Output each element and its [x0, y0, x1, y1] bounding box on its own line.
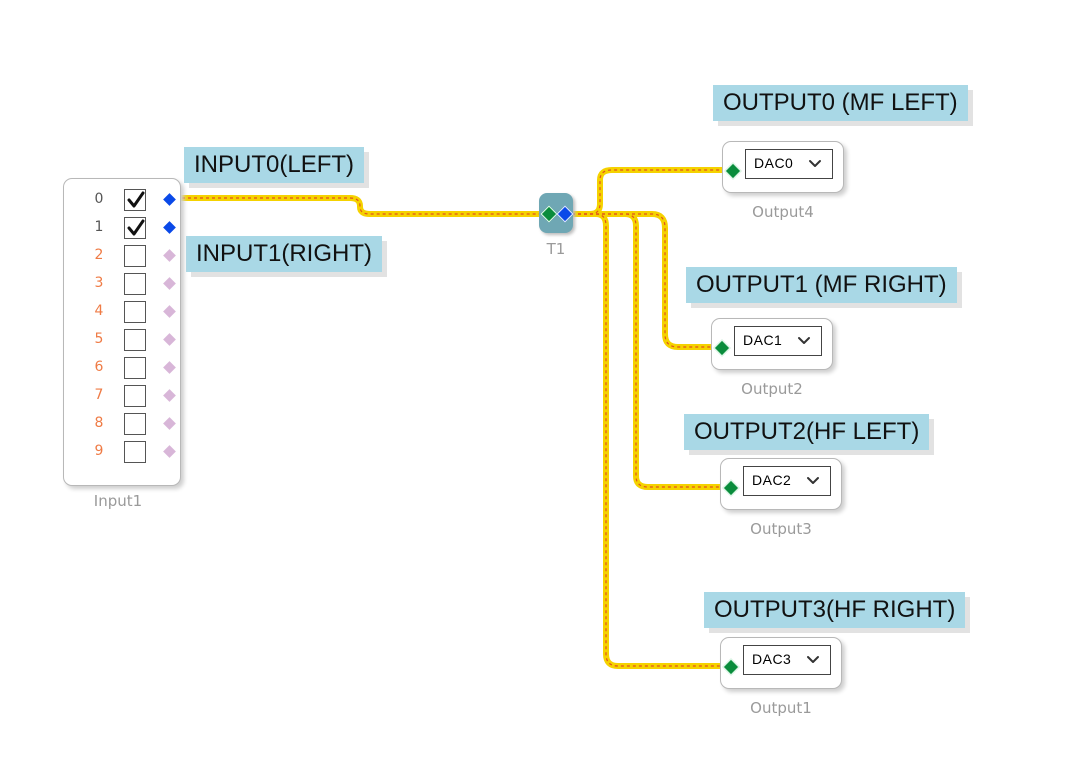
- channel-checkbox[interactable]: [124, 245, 146, 267]
- label-input0: INPUT0(LEFT): [184, 147, 365, 183]
- output-block-caption: Output3: [750, 520, 812, 538]
- label-output2: OUTPUT2(HF LEFT): [684, 414, 930, 450]
- diamond-port-icon[interactable]: [163, 193, 176, 206]
- output-block-caption: Output2: [741, 380, 803, 398]
- splitter-in-port-icon[interactable]: [540, 205, 558, 223]
- output-block[interactable]: DAC0: [722, 141, 844, 193]
- channel-number: 2: [94, 247, 104, 263]
- check-icon: [127, 219, 145, 236]
- channel-number: 9: [94, 443, 104, 459]
- diamond-port-icon[interactable]: [163, 305, 176, 318]
- diamond-port-icon[interactable]: [163, 277, 176, 290]
- input-channel-row: 9: [64, 438, 180, 466]
- output-block-caption: Output4: [752, 203, 814, 221]
- input-channel-row: 6: [64, 354, 180, 382]
- diamond-port-icon[interactable]: [163, 361, 176, 374]
- channel-checkbox[interactable]: [124, 301, 146, 323]
- diamond-port-icon[interactable]: [724, 162, 742, 180]
- chevron-down-icon: [806, 473, 820, 490]
- splitter-caption: T1: [546, 240, 566, 258]
- input-block[interactable]: 0 1 2 3 4 5 6 7 8 9: [63, 178, 181, 486]
- diamond-port-icon[interactable]: [163, 221, 176, 234]
- dac-select[interactable]: DAC3: [743, 645, 831, 675]
- output-block[interactable]: DAC3: [720, 637, 842, 689]
- splitter-out-port-icon[interactable]: [556, 205, 574, 223]
- diamond-port-icon[interactable]: [163, 417, 176, 430]
- dac-select-value: DAC1: [743, 332, 783, 348]
- dac-select[interactable]: DAC2: [743, 466, 831, 496]
- channel-checkbox[interactable]: [124, 217, 146, 239]
- dac-select-value: DAC3: [752, 651, 792, 667]
- label-output3: OUTPUT3(HF RIGHT): [704, 592, 966, 628]
- channel-number: 8: [94, 415, 104, 431]
- channel-checkbox[interactable]: [124, 441, 146, 463]
- channel-checkbox[interactable]: [124, 329, 146, 351]
- wire-t1-to-output1[interactable]: [563, 211, 731, 669]
- dac-select-value: DAC2: [752, 472, 792, 488]
- input-channel-row: 8: [64, 410, 180, 438]
- dac-select[interactable]: DAC1: [734, 326, 822, 356]
- splitter-t1[interactable]: [539, 193, 574, 233]
- channel-checkbox[interactable]: [124, 189, 146, 211]
- input-channel-row: 5: [64, 326, 180, 354]
- diamond-port-icon[interactable]: [713, 339, 731, 357]
- channel-checkbox[interactable]: [124, 413, 146, 435]
- label-output0: OUTPUT0 (MF LEFT): [713, 85, 968, 121]
- channel-checkbox[interactable]: [124, 357, 146, 379]
- wire-t1-to-output4[interactable]: [563, 167, 733, 217]
- channel-number: 5: [94, 331, 104, 347]
- chevron-down-icon: [797, 333, 811, 350]
- input-channel-row: 7: [64, 382, 180, 410]
- diamond-port-icon[interactable]: [722, 479, 740, 497]
- channel-checkbox[interactable]: [124, 273, 146, 295]
- check-icon: [127, 191, 145, 208]
- input-channel-row: 3: [64, 270, 180, 298]
- diamond-port-icon[interactable]: [163, 445, 176, 458]
- channel-number: 6: [94, 359, 104, 375]
- channel-number: 4: [94, 303, 104, 319]
- wire-t1-to-output3[interactable]: [563, 211, 731, 490]
- input-channel-row: 2: [64, 242, 180, 270]
- output-block[interactable]: DAC2: [720, 458, 842, 510]
- label-output1: OUTPUT1 (MF RIGHT): [686, 267, 957, 303]
- diamond-port-icon[interactable]: [163, 249, 176, 262]
- label-input1: INPUT1(RIGHT): [186, 236, 382, 272]
- channel-number: 3: [94, 275, 104, 291]
- input-block-caption: Input1: [93, 492, 143, 510]
- dac-select-value: DAC0: [754, 155, 794, 171]
- wire-centerlines: [176, 169, 730, 667]
- output-block[interactable]: DAC1: [711, 318, 833, 370]
- chevron-down-icon: [806, 652, 820, 669]
- input-channel-row: 0: [64, 186, 180, 214]
- channel-number: 0: [94, 191, 104, 207]
- diamond-port-icon[interactable]: [163, 333, 176, 346]
- diamond-port-icon[interactable]: [722, 658, 740, 676]
- input-channel-row: 1: [64, 214, 180, 242]
- output-block-caption: Output1: [750, 699, 812, 717]
- chevron-down-icon: [808, 156, 822, 173]
- channel-checkbox[interactable]: [124, 385, 146, 407]
- input-channel-row: 4: [64, 298, 180, 326]
- dac-select[interactable]: DAC0: [745, 149, 833, 179]
- diamond-port-icon[interactable]: [163, 389, 176, 402]
- channel-number: 7: [94, 387, 104, 403]
- channel-number: 1: [94, 219, 104, 235]
